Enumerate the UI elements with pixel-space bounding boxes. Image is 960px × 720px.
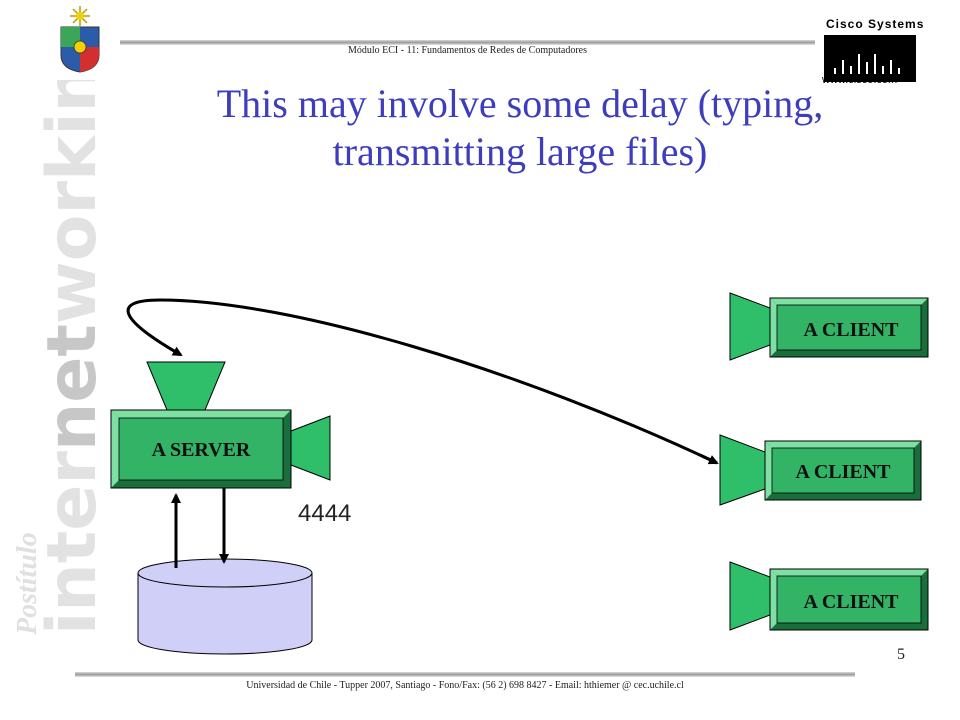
cisco-logo <box>823 14 918 94</box>
course-header: Módulo ECI - 11: Fundamentos de Redes de… <box>347 45 588 56</box>
postitulo-internetworking-logo: internetworking Postítulo <box>12 80 112 636</box>
footer-address: Universidad de Chile - Tupper 2007, Sant… <box>246 680 684 691</box>
slide-title: This may involve some delay (typing, tra… <box>150 80 890 176</box>
server-box: A SERVER <box>110 409 292 489</box>
cisco-name: Cisco Systems <box>826 17 925 31</box>
page-number: 5 <box>897 646 905 663</box>
title-line-2: transmitting large files) <box>332 129 708 174</box>
client-box-3: A CLIENT <box>729 561 929 631</box>
footer-divider <box>75 672 855 677</box>
client-box-2: A CLIENT <box>719 434 922 506</box>
server-input-funnel <box>146 361 226 411</box>
cisco-url: www.cisco.com <box>822 74 898 86</box>
university-crest-icon <box>60 6 100 73</box>
side-word-internetworking: internetworking <box>33 80 112 635</box>
arrow-client-to-server <box>126 298 718 465</box>
arrow-head-to-client <box>699 453 719 465</box>
side-word-postitulo: Postítulo <box>12 532 43 636</box>
header-divider <box>120 40 815 45</box>
client-label-2: A CLIENT <box>795 461 891 483</box>
server-output-port <box>290 415 331 481</box>
server-label: A SERVER <box>152 439 251 461</box>
port-number-label: 4444 <box>298 500 352 527</box>
database-cylinder <box>137 558 313 655</box>
title-line-1: This may involve some delay (typing, <box>216 81 824 126</box>
cisco-bridge-icon <box>824 35 916 82</box>
client-label-3: A CLIENT <box>803 591 899 613</box>
client-label-1: A CLIENT <box>803 319 899 341</box>
client-box-1: A CLIENT <box>729 292 929 361</box>
